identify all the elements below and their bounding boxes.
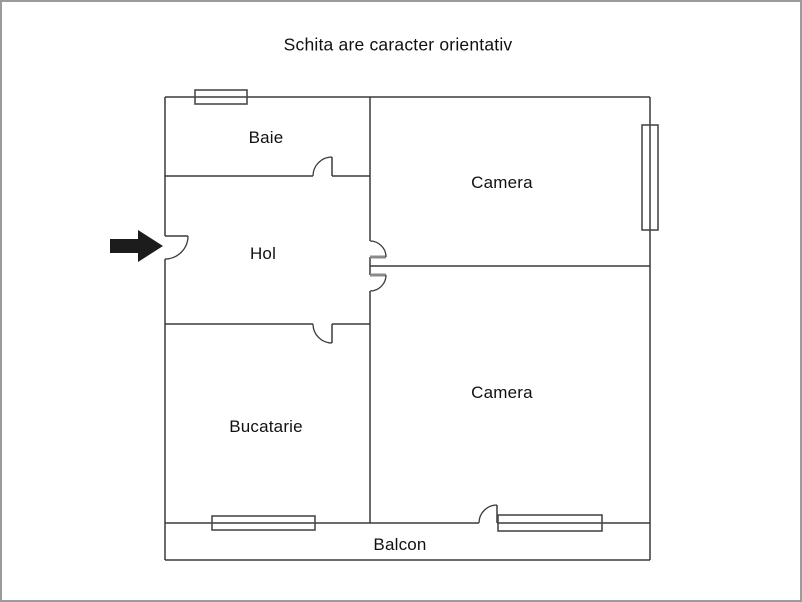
- door-leaves: [165, 157, 498, 523]
- room-label-hol: Hol: [249, 244, 277, 263]
- room-label-camera-bottom: Camera: [471, 383, 533, 402]
- room-label-camera-top: Camera: [471, 173, 533, 192]
- door-leaves-central: [370, 255, 386, 277]
- door-arc-camera-bottom: [369, 274, 387, 292]
- door-arc-baie: [312, 156, 333, 177]
- door-arc-balcon: [478, 504, 498, 524]
- room-label-bucatarie: Bucatarie: [229, 417, 303, 436]
- room-label-baie: Baie: [248, 128, 284, 147]
- entrance-arrow-icon: [110, 230, 163, 262]
- windows: [194, 89, 659, 532]
- window-baie: [194, 89, 248, 105]
- plan-title: Schita are caracter orientativ: [283, 34, 513, 55]
- door-arc-camera-top: [369, 240, 387, 258]
- door-arc-bucatarie: [312, 323, 333, 344]
- room-label-balcon: Balcon: [373, 535, 427, 554]
- door-arc-entrance: [164, 235, 189, 260]
- window-bucatarie: [211, 515, 316, 531]
- window-camera-right: [641, 124, 659, 231]
- door-arcs: [164, 156, 498, 524]
- window-camera-bottom: [497, 514, 603, 532]
- wall-lines: [164, 96, 651, 561]
